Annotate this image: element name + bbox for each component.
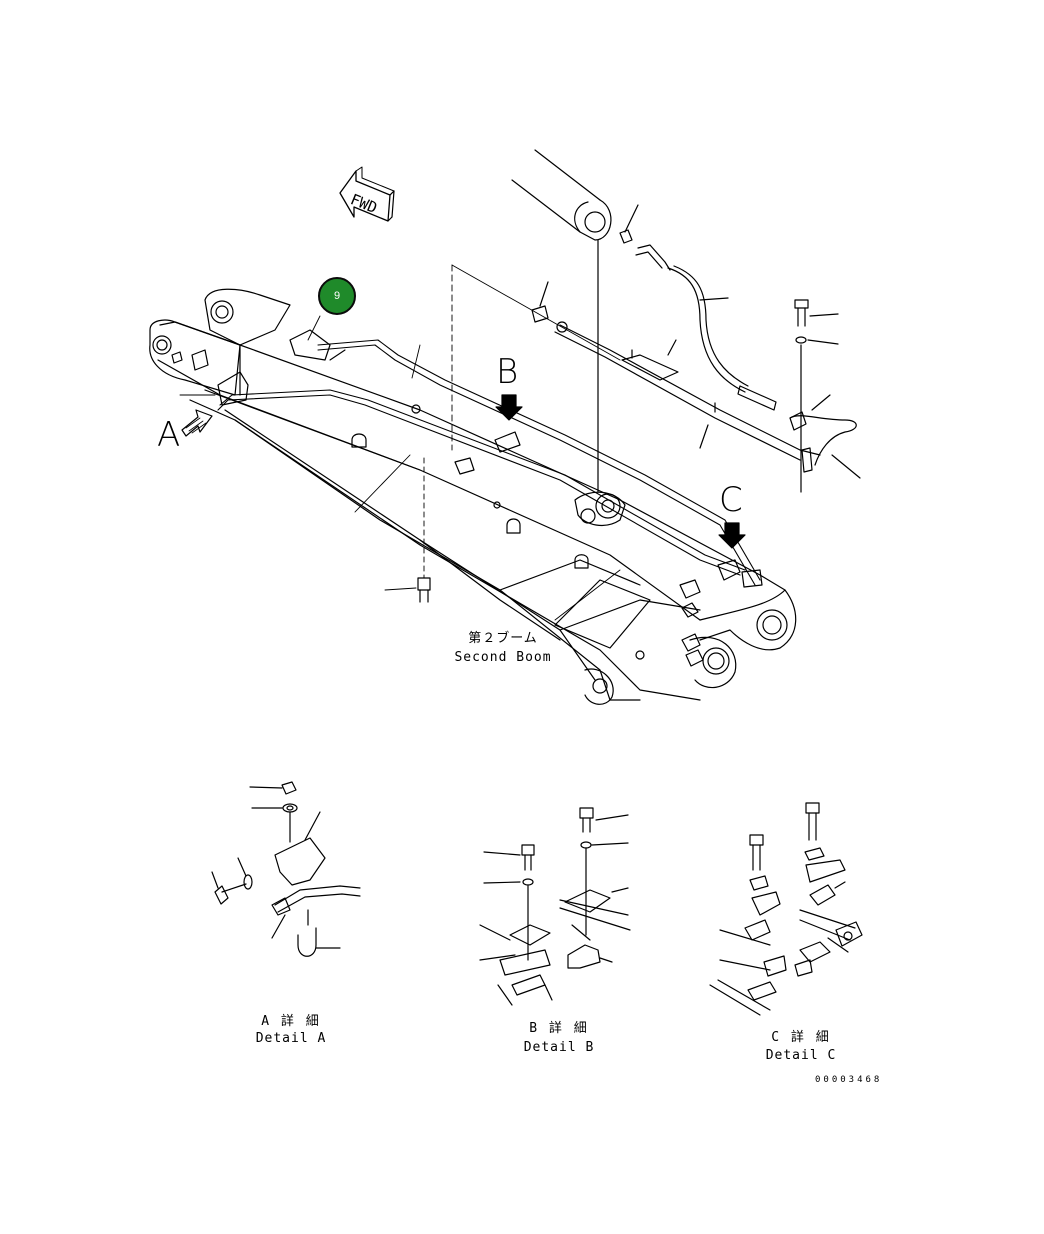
view-arrow-b-icon [495, 394, 523, 421]
detail-a-title-en: Detail A [255, 1031, 327, 1046]
detail-a-title-jp: A 詳 細 [261, 1014, 321, 1029]
detail-b-title-jp: B 詳 細 [529, 1021, 589, 1036]
view-label-c: C [719, 480, 743, 520]
part-name-en: Second Boom [454, 650, 552, 665]
leader-lines [179, 264, 621, 621]
part-name-jp: 第２ブーム [468, 631, 538, 646]
view-arrow-c-icon [718, 522, 746, 549]
view-label-a: A [157, 415, 181, 455]
view-arrow-a-icon [181, 409, 213, 437]
boom-clamps [217, 329, 763, 599]
detail-c-title-jp: C 詳 細 [771, 1030, 831, 1045]
fwd-label: FWD [348, 190, 380, 217]
boom-pipes [217, 339, 761, 586]
fwd-arrow-icon [339, 166, 395, 222]
drawing-number: 00003468 [815, 1075, 883, 1085]
second-boom-body [149, 288, 797, 705]
detail-c-drawing [709, 802, 863, 1016]
callout-balloon[interactable]: 9 [318, 277, 356, 315]
grease-nipple-icon [417, 577, 431, 603]
detail-b-title-en: Detail B [523, 1040, 595, 1055]
detail-c-title-en: Detail C [765, 1048, 837, 1063]
cylinder-and-hoses [511, 149, 861, 493]
detail-a-drawing [211, 781, 361, 957]
callout-number: 9 [333, 290, 341, 302]
detail-b-drawing [479, 807, 631, 1006]
view-label-b: B [496, 352, 519, 392]
